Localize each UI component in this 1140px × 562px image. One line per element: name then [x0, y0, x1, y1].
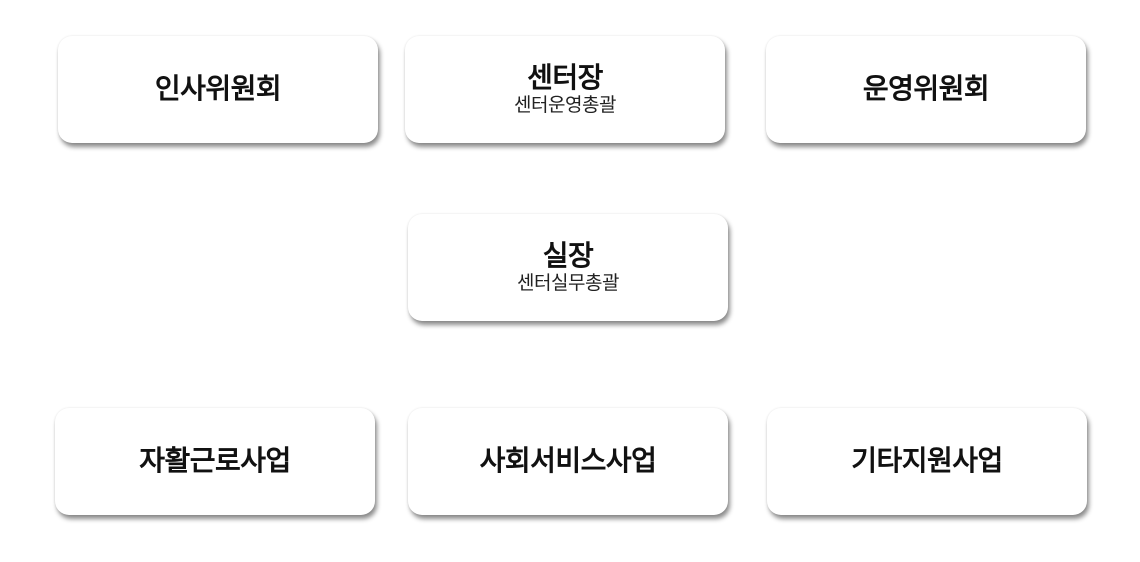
- other-support-box: 기타지원사업: [767, 408, 1087, 515]
- operations-committee-box: 운영위원회: [766, 36, 1086, 143]
- center-director-subtitle: 센터운영총괄: [514, 94, 616, 117]
- other-support-title: 기타지원사업: [851, 444, 1003, 478]
- office-chief-subtitle: 센터실무총괄: [517, 272, 619, 295]
- self-support-work-title: 자활근로사업: [139, 444, 291, 478]
- hr-committee-box: 인사위원회: [58, 36, 378, 143]
- operations-committee-title: 운영위원회: [862, 72, 990, 106]
- office-chief-title: 실장: [542, 239, 594, 272]
- office-chief-box: 실장 센터실무총괄: [408, 214, 728, 321]
- center-director-title: 센터장: [527, 61, 603, 94]
- center-director-box: 센터장 센터운영총괄: [405, 36, 725, 143]
- hr-committee-title: 인사위원회: [154, 72, 282, 106]
- social-service-box: 사회서비스사업: [408, 408, 728, 515]
- self-support-work-box: 자활근로사업: [55, 408, 375, 515]
- social-service-title: 사회서비스사업: [479, 444, 657, 478]
